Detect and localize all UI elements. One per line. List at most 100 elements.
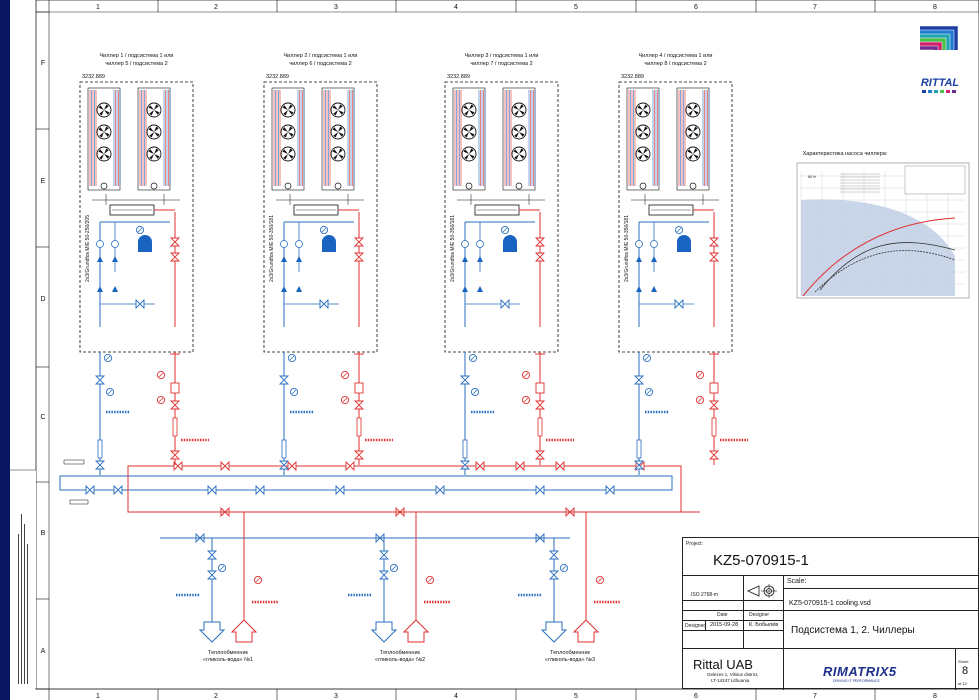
- valve-icon: [459, 460, 471, 470]
- valve-icon: [378, 570, 390, 580]
- chiller-subtitle: чиллер 7 / подсистема 2: [470, 61, 532, 67]
- fan-blade: [469, 132, 475, 137]
- valve-icon: [319, 298, 329, 310]
- logo-wordmark: RITTAL: [921, 77, 960, 89]
- fan-blade: [693, 148, 698, 154]
- fan-blade: [519, 126, 524, 132]
- expansion-tank-icon: [138, 235, 152, 252]
- logo-stripe: [920, 46, 938, 50]
- exchanger-title: Теплообменник: [380, 650, 420, 656]
- fan-blade: [104, 148, 109, 154]
- logo-bar: [934, 90, 938, 93]
- fan-blade: [638, 132, 643, 138]
- fan-blade: [637, 127, 643, 132]
- check-valve-icon: [97, 256, 103, 262]
- fan-blade: [98, 105, 104, 110]
- check-valve-icon: [462, 286, 468, 292]
- logo-stripe: [920, 38, 946, 50]
- check-valve-icon: [281, 286, 287, 292]
- check-valve-icon: [636, 286, 642, 292]
- check-valve-icon: [636, 256, 642, 262]
- fan-blade: [154, 110, 160, 115]
- fan-blade: [469, 126, 474, 132]
- gauge-needle: [561, 565, 567, 571]
- gauge-needle: [219, 565, 225, 571]
- gauge-needle: [107, 389, 113, 395]
- valve-icon: [255, 484, 265, 496]
- gauge-needle: [289, 355, 295, 361]
- valve-icon: [206, 570, 218, 580]
- balancing-valve: [535, 382, 545, 394]
- valve-icon: [113, 484, 123, 496]
- fan-blade: [688, 154, 693, 160]
- fan-blade: [643, 104, 648, 110]
- fan-blade: [148, 127, 154, 132]
- grid-col-label: 8: [933, 4, 937, 11]
- fan-blade: [288, 132, 294, 137]
- heat-exchanger: Теплообменник«гликоль-вода» №3: [518, 512, 620, 663]
- fan-blade: [687, 127, 693, 132]
- balancing-valve: [354, 382, 364, 394]
- gauge-needle: [137, 227, 143, 233]
- gauge-needle: [158, 372, 164, 378]
- gauge-needle: [470, 355, 476, 361]
- fan-blade: [464, 132, 469, 138]
- gauge-needle: [472, 389, 478, 395]
- fan-blade: [148, 105, 154, 110]
- chiller-title: Чиллер 4 / подсистема 1 или: [639, 53, 713, 59]
- compressor-icon: [150, 182, 158, 190]
- fan-blade: [469, 110, 475, 115]
- fan-blade: [333, 132, 338, 138]
- valve-icon: [173, 460, 183, 472]
- heat-exchanger: Теплообменник«гликоль-вода» №2: [348, 512, 450, 663]
- valve-icon: [633, 460, 645, 470]
- grid-row-label: E: [41, 178, 46, 185]
- project-label: Project:: [686, 541, 703, 547]
- logo-stripe: [920, 42, 942, 50]
- valve-icon: [335, 484, 345, 496]
- project-number: KZ5-070915-1: [713, 552, 809, 569]
- fan-blade: [338, 154, 344, 159]
- supply-arrow-icon: [402, 619, 430, 643]
- gauge-needle: [342, 397, 348, 403]
- valve-icon: [708, 400, 720, 410]
- fan-blade: [637, 105, 643, 110]
- fan-blade: [332, 105, 338, 110]
- valve-icon: [708, 450, 720, 460]
- pump-icon: [111, 240, 119, 248]
- gauge-needle: [342, 372, 348, 378]
- valve-icon: [515, 460, 525, 472]
- pump-model: 2x3/Grundfos M/E 50-350/181: [624, 215, 630, 282]
- pump-chart-caption: Характеристика насоса чиллера:: [803, 151, 888, 157]
- fan-blade: [693, 104, 698, 110]
- valve-icon: [207, 484, 217, 496]
- valve-icon: [605, 484, 615, 496]
- fan-blade: [643, 110, 649, 115]
- exchanger-subtitle: «гликоль-вода» №3: [545, 657, 595, 663]
- valve-icon: [135, 298, 145, 310]
- valve-icon: [353, 400, 365, 410]
- return-arrow-icon: [198, 621, 226, 643]
- valve-icon: [475, 460, 485, 472]
- grid-col-label: 6: [694, 693, 698, 700]
- compressor-icon: [465, 182, 473, 190]
- valve-icon: [94, 460, 106, 470]
- logo-stripe: [920, 30, 954, 50]
- sheet-label: Sheet: [958, 659, 969, 664]
- chiller-title: Чиллер 3 / подсистема 1 или: [465, 53, 539, 59]
- title-block: Project: KZ5-070915-1 Scale: ISO 2768-m …: [682, 537, 979, 690]
- check-valve-icon: [112, 256, 118, 262]
- sheet-number: 8: [962, 665, 969, 677]
- pipe-label-box: [63, 459, 85, 465]
- fan-blade: [519, 110, 525, 115]
- fan-blade: [519, 104, 524, 110]
- rimatrix-tagline: DRIVING IT PERFORMANCE: [833, 679, 880, 683]
- company-name: Rittal UAB: [693, 657, 753, 672]
- fan-blade: [149, 110, 154, 116]
- gauge-needle: [646, 389, 652, 395]
- pump-curve: [814, 250, 956, 293]
- chiller-title: Чиллер 1 / подсистема 1 или: [100, 53, 174, 59]
